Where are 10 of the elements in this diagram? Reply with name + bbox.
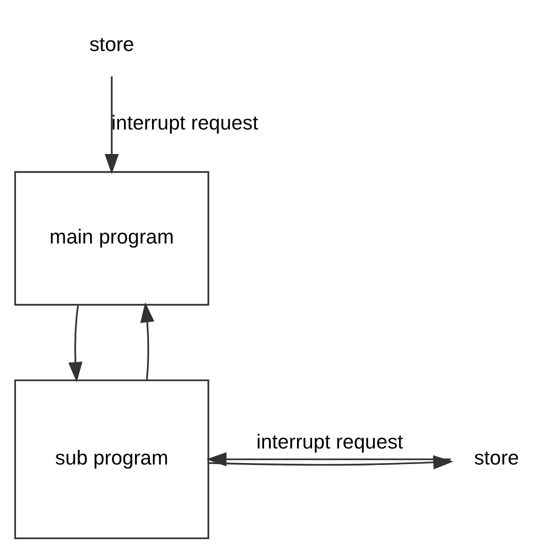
- arrow: [206, 452, 451, 466]
- node-box: main program: [14, 170, 210, 306]
- arrow: [140, 302, 154, 380]
- node-text: store: [474, 447, 519, 470]
- edge-label: interrupt request: [111, 112, 258, 134]
- node-text: store: [89, 34, 134, 56]
- arrow: [104, 76, 119, 174]
- edge-label: interrupt request: [256, 431, 404, 454]
- arrow: [68, 304, 82, 382]
- node-box: sub program: [14, 379, 210, 539]
